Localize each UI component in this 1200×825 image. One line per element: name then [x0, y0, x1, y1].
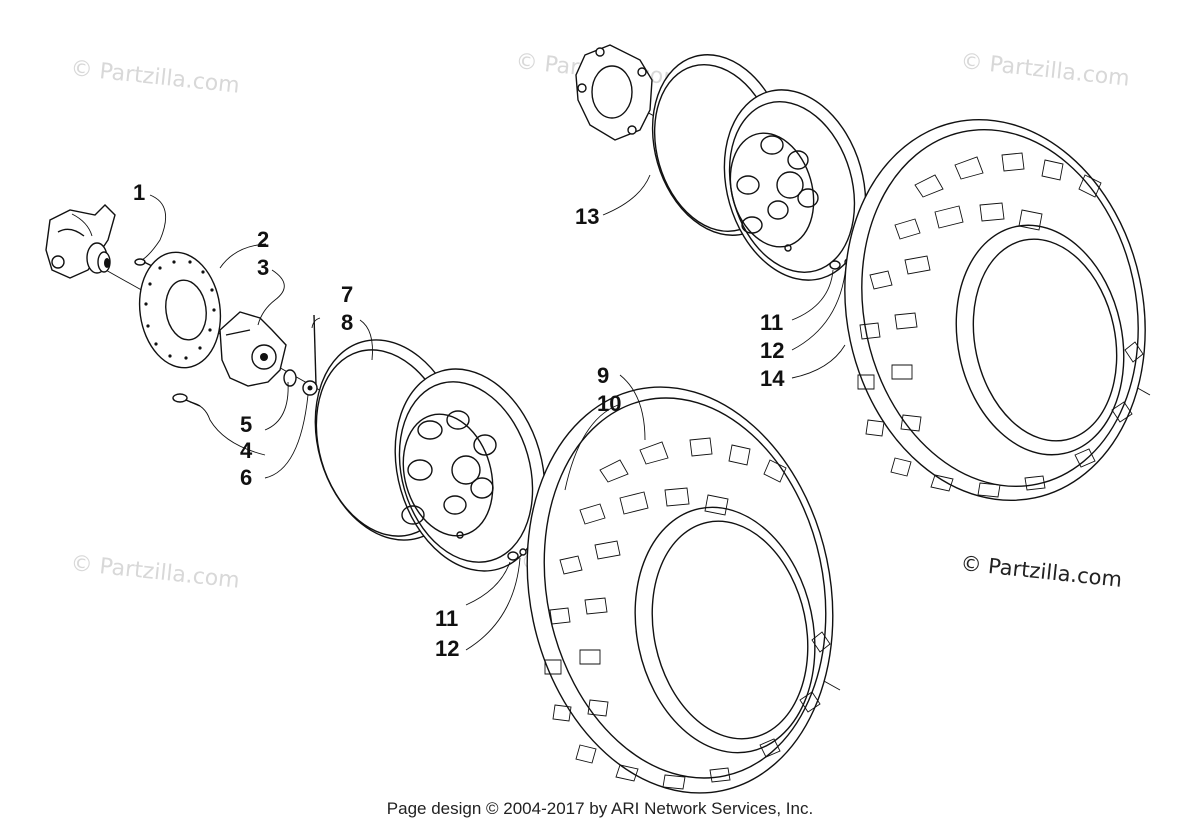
- washer-nut-pin: [283, 314, 318, 396]
- callout-1: 1: [133, 180, 145, 205]
- callout-2: 2: [257, 227, 269, 252]
- callout-13: 13: [575, 204, 599, 229]
- rear-hub-flange: [575, 44, 653, 141]
- callout-9: 9: [597, 363, 609, 388]
- callout-leaders: [141, 174, 847, 651]
- wheel-hub: [219, 311, 287, 387]
- bolt-part: [134, 258, 153, 267]
- callout-12-rear: 12: [760, 338, 784, 363]
- front-tire: [526, 386, 834, 794]
- watermark-bottom-left: © Partzilla.com: [69, 551, 240, 594]
- callout-11-rear: 11: [760, 310, 783, 335]
- callout-5: 5: [240, 412, 252, 437]
- callout-11-front: 11: [435, 606, 458, 631]
- callout-3: 3: [257, 255, 269, 280]
- watermark-top-left: © Partzilla.com: [69, 56, 240, 99]
- footer-text: Page design © 2004-2017 by ARI Network S…: [387, 799, 813, 818]
- callout-14: 14: [760, 366, 785, 391]
- watermark-top-right: © Partzilla.com: [959, 49, 1130, 92]
- brake-disc: [138, 251, 222, 369]
- callout-8: 8: [341, 310, 353, 335]
- steering-knuckle: [45, 204, 116, 279]
- callout-6: 6: [240, 465, 252, 490]
- callout-7: 7: [341, 282, 353, 307]
- callout-10: 10: [597, 391, 621, 416]
- callout-labels: 1 2 3 7 8 5 4 6 9 10 11 12 13 11 12 14: [133, 180, 785, 661]
- callout-12-front: 12: [435, 636, 459, 661]
- callout-4: 4: [240, 438, 253, 463]
- front-wheel-rim: [314, 339, 546, 572]
- copyright-mark: © Partzilla.com: [959, 551, 1123, 592]
- rear-wheel-rim: [651, 54, 867, 281]
- rear-tire: [844, 118, 1146, 502]
- valve-stem-front: [507, 548, 527, 561]
